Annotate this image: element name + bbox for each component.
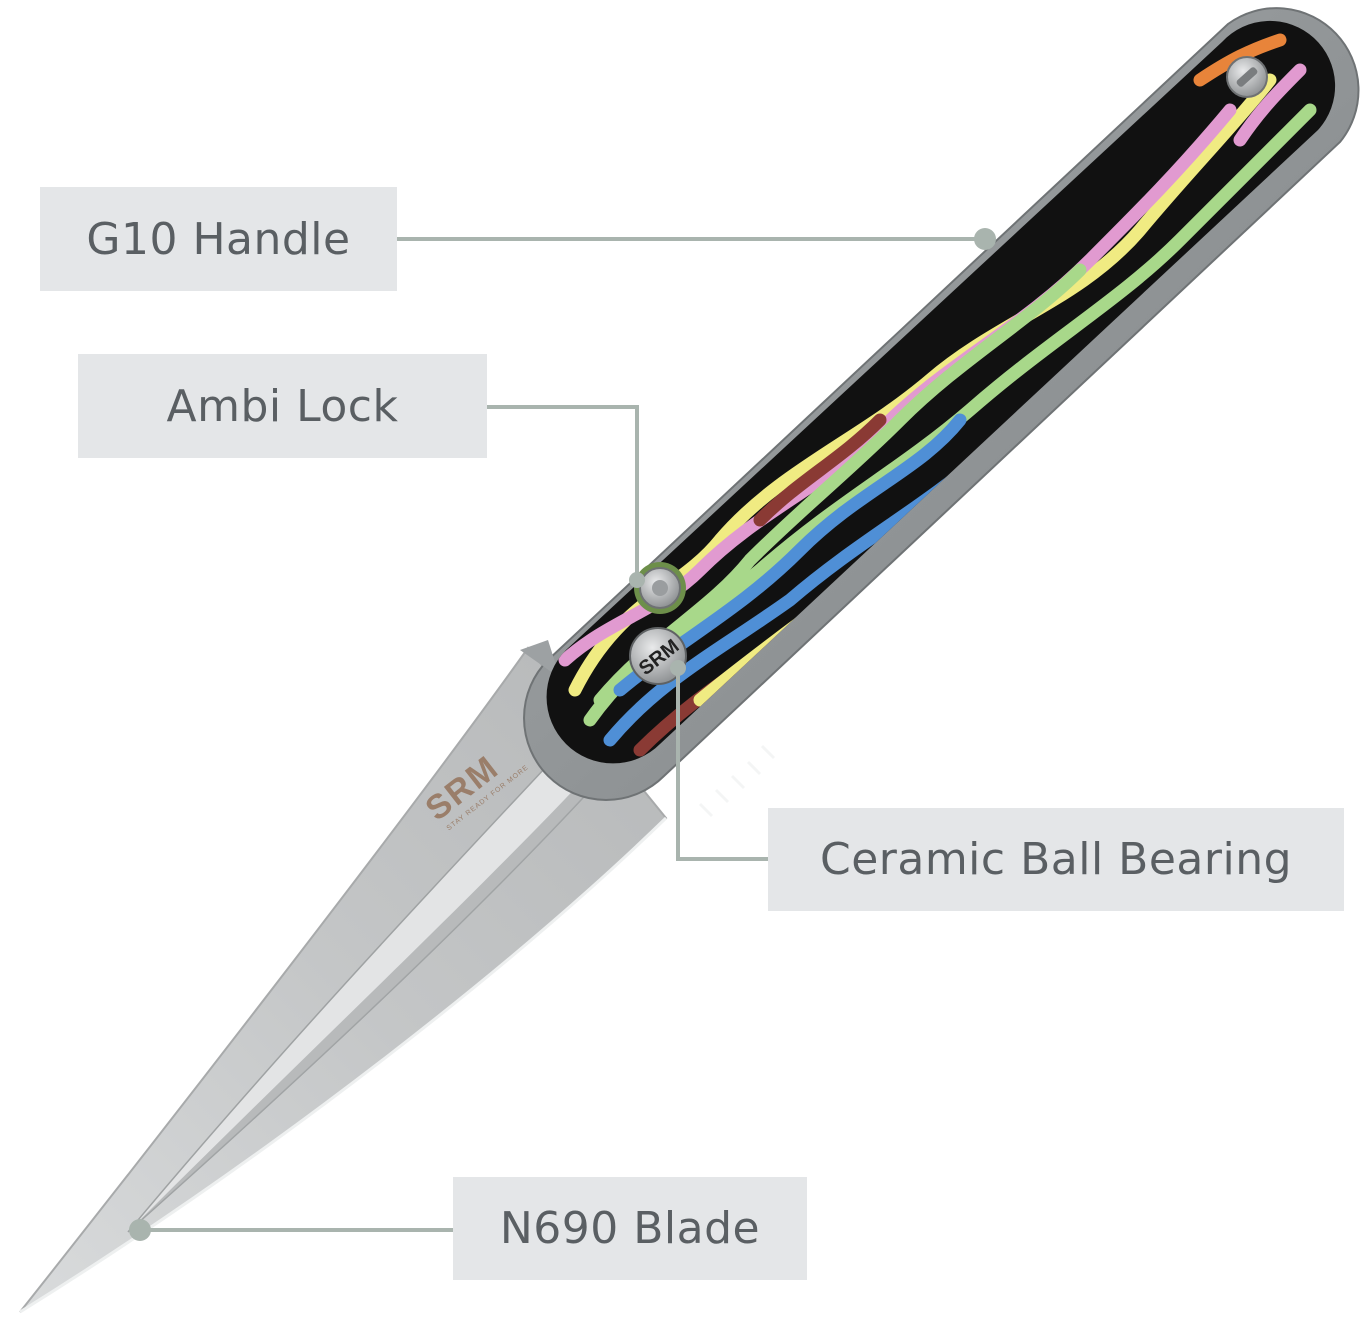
callout-g10-handle: G10 Handle bbox=[40, 187, 397, 291]
blade: SRM STAY READY FOR MORE bbox=[19, 646, 668, 1314]
leader-ceramic bbox=[676, 672, 768, 861]
leader-ambi bbox=[487, 405, 639, 580]
callout-ambi-lock: Ambi Lock bbox=[78, 354, 487, 458]
ambi-lock-button-icon bbox=[634, 562, 686, 614]
leader-dots bbox=[129, 228, 996, 1241]
blade-fuller bbox=[127, 750, 596, 1233]
callout-ceramic-ball-bearing: Ceramic Ball Bearing bbox=[768, 808, 1344, 911]
torx-screw-icon bbox=[1226, 56, 1268, 98]
callout-n690-blade: N690 Blade bbox=[453, 1177, 807, 1280]
leader-lines bbox=[140, 237, 985, 1232]
jimping bbox=[698, 744, 776, 818]
